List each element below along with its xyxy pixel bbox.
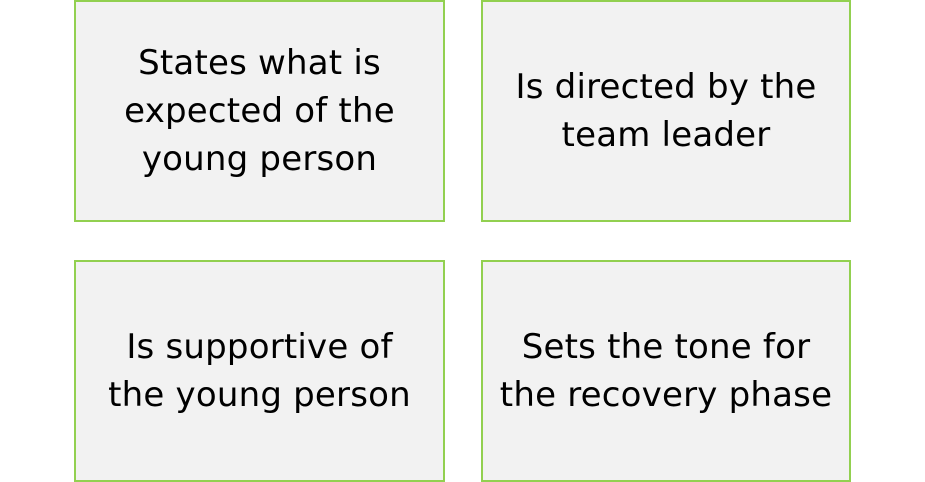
statement-card-supportive: Is supportive of the young person bbox=[74, 260, 445, 482]
card-text: States what is expected of the young per… bbox=[124, 43, 395, 179]
statement-card-expectations: States what is expected of the young per… bbox=[74, 0, 445, 222]
statement-card-directed: Is directed by the team leader bbox=[481, 0, 851, 222]
card-text: Sets the tone for the recovery phase bbox=[499, 327, 833, 415]
statement-card-tone: Sets the tone for the recovery phase bbox=[481, 260, 851, 482]
card-text: Is supportive of the young person bbox=[108, 327, 411, 415]
card-text: Is directed by the team leader bbox=[515, 67, 817, 155]
